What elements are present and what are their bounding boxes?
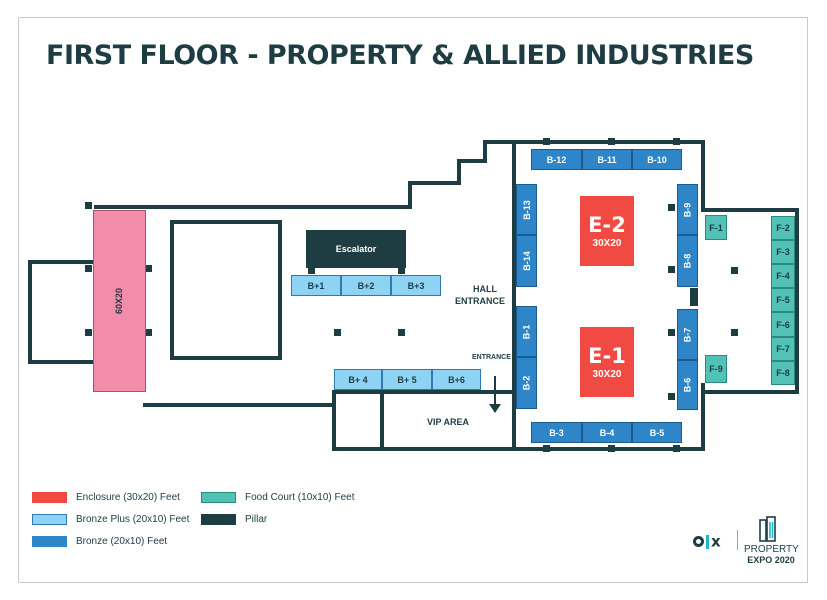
property-expo-logo: PROPERTY EXPO 2020 [744,544,799,566]
enclosure-e2-size: 30X20 [592,237,622,249]
enclosure-e1-name: E-1 [588,343,626,368]
logo-divider [737,530,738,550]
booth-bplus-3[interactable]: B+3 [391,275,441,296]
booth-b11[interactable]: B-11 [582,149,632,170]
food-f5[interactable]: F-5 [771,288,795,312]
booth-bplus-1[interactable]: B+1 [291,275,341,296]
booth-b13[interactable]: B-13 [516,184,537,235]
map-frame [18,17,808,583]
vip-area-label: VIP AREA [427,417,470,427]
page-title: FIRST FLOOR - PROPERTY & ALLIED INDUSTRI… [46,40,754,71]
booth-b14[interactable]: B-14 [516,235,537,287]
booth-b3[interactable]: B-3 [531,422,582,443]
hall-entrance-line1: HALL [473,284,497,294]
booth-b1[interactable]: B-1 [516,306,537,357]
hall-entrance-line2: ENTRANCE [455,296,506,306]
enclosure-e1-size: 30X20 [592,368,622,380]
escalator: Escalator [306,230,406,268]
booth-b9[interactable]: B-9 [677,184,698,235]
entrance-arrow-icon [488,376,502,419]
logo-line2: EXPO 2020 [747,555,795,565]
booth-bplus-2[interactable]: B+2 [341,275,391,296]
legend-pillar: Pillar [201,514,267,525]
food-f8[interactable]: F-8 [771,361,795,385]
booth-b8[interactable]: B-8 [677,235,698,287]
booth-bplus-4[interactable]: B+ 4 [334,369,382,390]
hall-entrance-label: HALL ENTRANCE [455,283,505,307]
enclosure-e2-name: E-2 [588,212,626,237]
food-f1[interactable]: F-1 [705,215,727,240]
booth-b10[interactable]: B-10 [632,149,682,170]
building-icon [758,516,778,547]
booth-b7[interactable]: B-7 [677,309,698,360]
legend-bronze-plus: Bronze Plus (20x10) Feet [32,514,189,525]
booth-b2[interactable]: B-2 [516,357,537,409]
booth-b5[interactable]: B-5 [632,422,682,443]
food-f9[interactable]: F-9 [705,355,727,383]
food-f4[interactable]: F-4 [771,264,795,288]
legend-bronze: Bronze (20x10) Feet [32,536,167,547]
food-f6[interactable]: F-6 [771,312,795,337]
booth-b6[interactable]: B-6 [677,360,698,410]
booth-b12[interactable]: B-12 [531,149,582,170]
booth-bplus-6[interactable]: B+6 [432,369,481,390]
enclosure-e2[interactable]: E-2 30X20 [580,196,634,266]
food-f2[interactable]: F-2 [771,216,795,240]
enclosure-e1[interactable]: E-1 30X20 [580,327,634,397]
legend-food-court: Food Court (10x10) Feet [201,492,355,503]
legend-enclosure: Enclosure (30x20) Feet [32,492,180,503]
large-booth[interactable]: 60X20 [93,210,146,392]
logo-line1: PROPERTY [744,544,799,555]
food-f7[interactable]: F-7 [771,337,795,361]
food-f3[interactable]: F-3 [771,240,795,264]
large-booth-label: 60X20 [114,287,125,315]
olx-logo: x [693,531,721,551]
escalator-label: Escalator [335,244,377,254]
entrance-label: ENTRANCE [472,354,511,361]
booth-bplus-5[interactable]: B+ 5 [382,369,432,390]
booth-b4[interactable]: B-4 [582,422,632,443]
